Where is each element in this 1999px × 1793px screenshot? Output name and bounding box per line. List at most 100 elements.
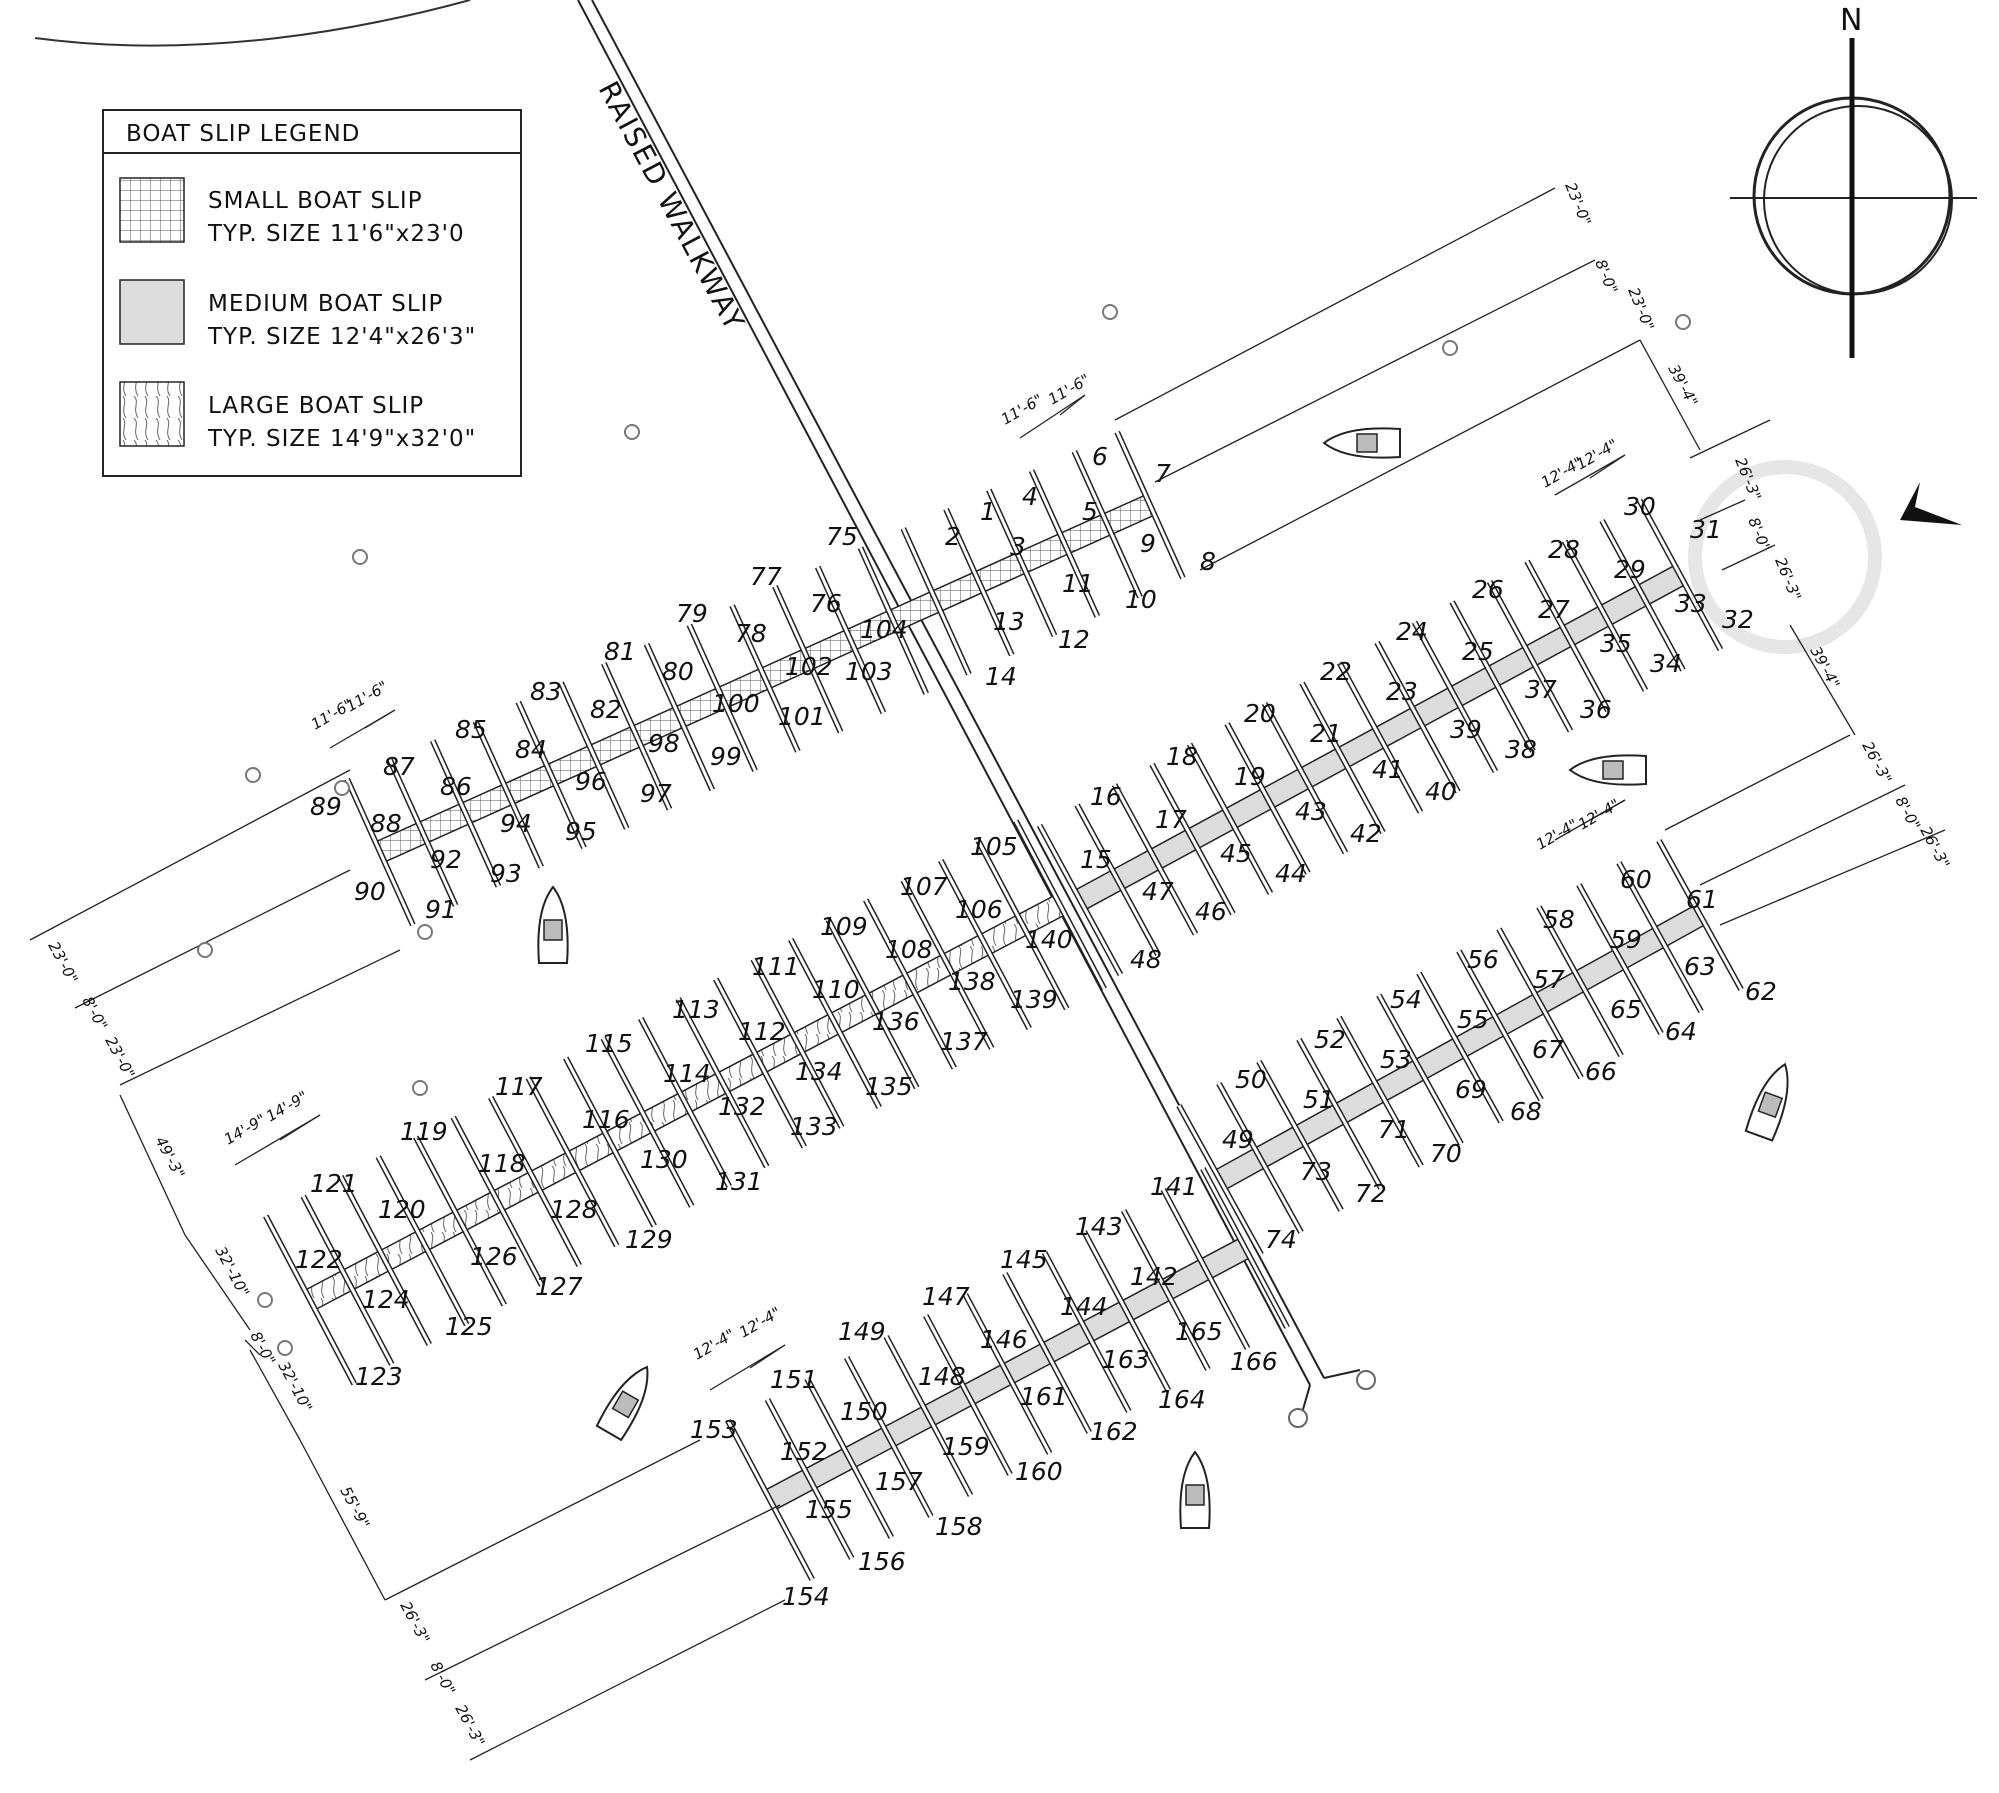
slip-number: 117 — [495, 1072, 543, 1101]
slip-number: 148 — [918, 1362, 966, 1391]
boats — [537, 427, 1789, 1529]
slip-number: 25 — [1462, 637, 1494, 666]
finger-pier-core — [901, 879, 994, 1050]
slip-number: 54 — [1390, 985, 1422, 1014]
slip-number: 119 — [400, 1117, 448, 1146]
slip-number: 158 — [935, 1512, 983, 1541]
slip-number: 45 — [1220, 839, 1252, 868]
medium-slip-label: MEDIUM BOAT SLIP — [208, 291, 443, 317]
slip-number: 127 — [535, 1272, 583, 1301]
slip-number: 8 — [1200, 547, 1216, 576]
finger-pier-core — [1003, 1272, 1091, 1434]
finger-pier-core — [1161, 1188, 1249, 1350]
finger-pier-core — [388, 759, 458, 907]
finger-pier-core — [1563, 540, 1647, 692]
slip-number: 113 — [672, 995, 720, 1024]
arrow-icon — [1900, 482, 1962, 525]
slip-number: 102 — [785, 652, 833, 681]
finger-pier-core — [1082, 1230, 1170, 1392]
slip-number: 131 — [715, 1167, 763, 1196]
buoy-marker — [245, 767, 261, 783]
slip-number: 43 — [1295, 797, 1327, 826]
slip-number: 81 — [604, 637, 636, 666]
finger-pier-core — [451, 1116, 544, 1287]
finger-pier-core — [1657, 839, 1743, 991]
dimension-label: 12'-4" — [736, 1303, 784, 1341]
boat-cabin — [611, 1390, 640, 1419]
slip-number: 67 — [1532, 1035, 1564, 1064]
slip-number: 30 — [1624, 492, 1656, 521]
slip-number: 36 — [1580, 695, 1612, 724]
slip-number: 139 — [1010, 985, 1058, 1014]
slip-number: 53 — [1380, 1045, 1412, 1074]
small-slip-swatch — [119, 177, 185, 243]
slip-number: 153 — [690, 1415, 738, 1444]
slip-number: 27 — [1538, 595, 1570, 624]
slip-number: 95 — [565, 817, 597, 846]
slip-number: 65 — [1610, 995, 1642, 1024]
slip-number: 29 — [1614, 555, 1646, 584]
dimension-label: 11'-6" — [343, 677, 391, 715]
slip-number: 146 — [980, 1325, 1028, 1354]
slip-number: 120 — [378, 1195, 426, 1224]
slip-number: 94 — [500, 809, 532, 838]
slip-number: 69 — [1455, 1075, 1487, 1104]
slip-number: 104 — [860, 615, 908, 644]
slip-number: 82 — [590, 695, 622, 724]
dimension-label: 23'-0" — [101, 1033, 138, 1081]
slip-number: 149 — [838, 1317, 886, 1346]
buoy-marker — [1442, 340, 1458, 356]
dimension-line — [1589, 454, 1626, 479]
dimension-label: 11'-6" — [1045, 370, 1093, 408]
finger-pier-core — [773, 585, 843, 733]
dimension-label: 14'-9" — [263, 1087, 311, 1125]
slip-number: 162 — [1090, 1417, 1138, 1446]
slip-number: 12 — [1058, 625, 1090, 654]
large-slip-swatch — [119, 381, 185, 447]
finger-pier-core — [1497, 928, 1583, 1079]
finger-pier-core — [1537, 906, 1623, 1057]
finger-pier-core — [1263, 702, 1347, 854]
dimension-line — [1199, 339, 1641, 571]
slip-number: 138 — [948, 967, 996, 996]
dimension-line — [1699, 499, 1746, 521]
finger-pier-core — [1075, 804, 1160, 956]
slip-number: 159 — [942, 1432, 990, 1461]
finger-pier-core — [1257, 1060, 1343, 1211]
dimension-line — [119, 1094, 186, 1236]
slip-number: 145 — [1000, 1245, 1048, 1274]
dimension-line — [249, 1349, 301, 1441]
finger-pier-core — [1337, 1016, 1423, 1167]
medium-slip-size: TYP. SIZE 12'4"x26'3" — [207, 324, 476, 350]
slip-number: 11 — [1062, 569, 1094, 598]
slip-number: 38 — [1505, 735, 1537, 764]
dimension-label: 23'-0" — [1561, 180, 1595, 229]
slip-number: 160 — [1015, 1457, 1063, 1486]
slip-number: 56 — [1467, 945, 1499, 974]
slip-number: 37 — [1525, 675, 1557, 704]
slip-number: 52 — [1314, 1025, 1346, 1054]
finger-pier-core — [1201, 1167, 1289, 1329]
dimension-label: 8'-0" — [246, 1328, 279, 1368]
dimension-line — [244, 1339, 261, 1356]
finger-pier-core — [1377, 994, 1463, 1145]
finger-pier-core — [376, 1155, 469, 1326]
slip-number: 35 — [1600, 629, 1632, 658]
small-slip-size: TYP. SIZE 11'6"x23'0 — [207, 221, 465, 247]
dimension-line — [119, 949, 401, 1086]
dimension-line — [279, 1114, 321, 1141]
finger-pier-core — [944, 508, 1014, 656]
slip-number: 115 — [585, 1029, 633, 1058]
boat-cabin — [1757, 1091, 1784, 1119]
buoy-marker — [1675, 314, 1691, 330]
slip-number: 99 — [710, 742, 742, 771]
finger-pier-core — [676, 997, 769, 1168]
slip-number: 151 — [770, 1365, 818, 1394]
slip-number: 135 — [865, 1072, 913, 1101]
finger-pier-core — [474, 720, 543, 868]
finger-pier-core — [845, 1356, 933, 1518]
slip-number: 133 — [790, 1112, 838, 1141]
slip-number: 55 — [1457, 1005, 1489, 1034]
slip-number: 163 — [1102, 1345, 1150, 1374]
finger-pier-core — [414, 1136, 506, 1306]
